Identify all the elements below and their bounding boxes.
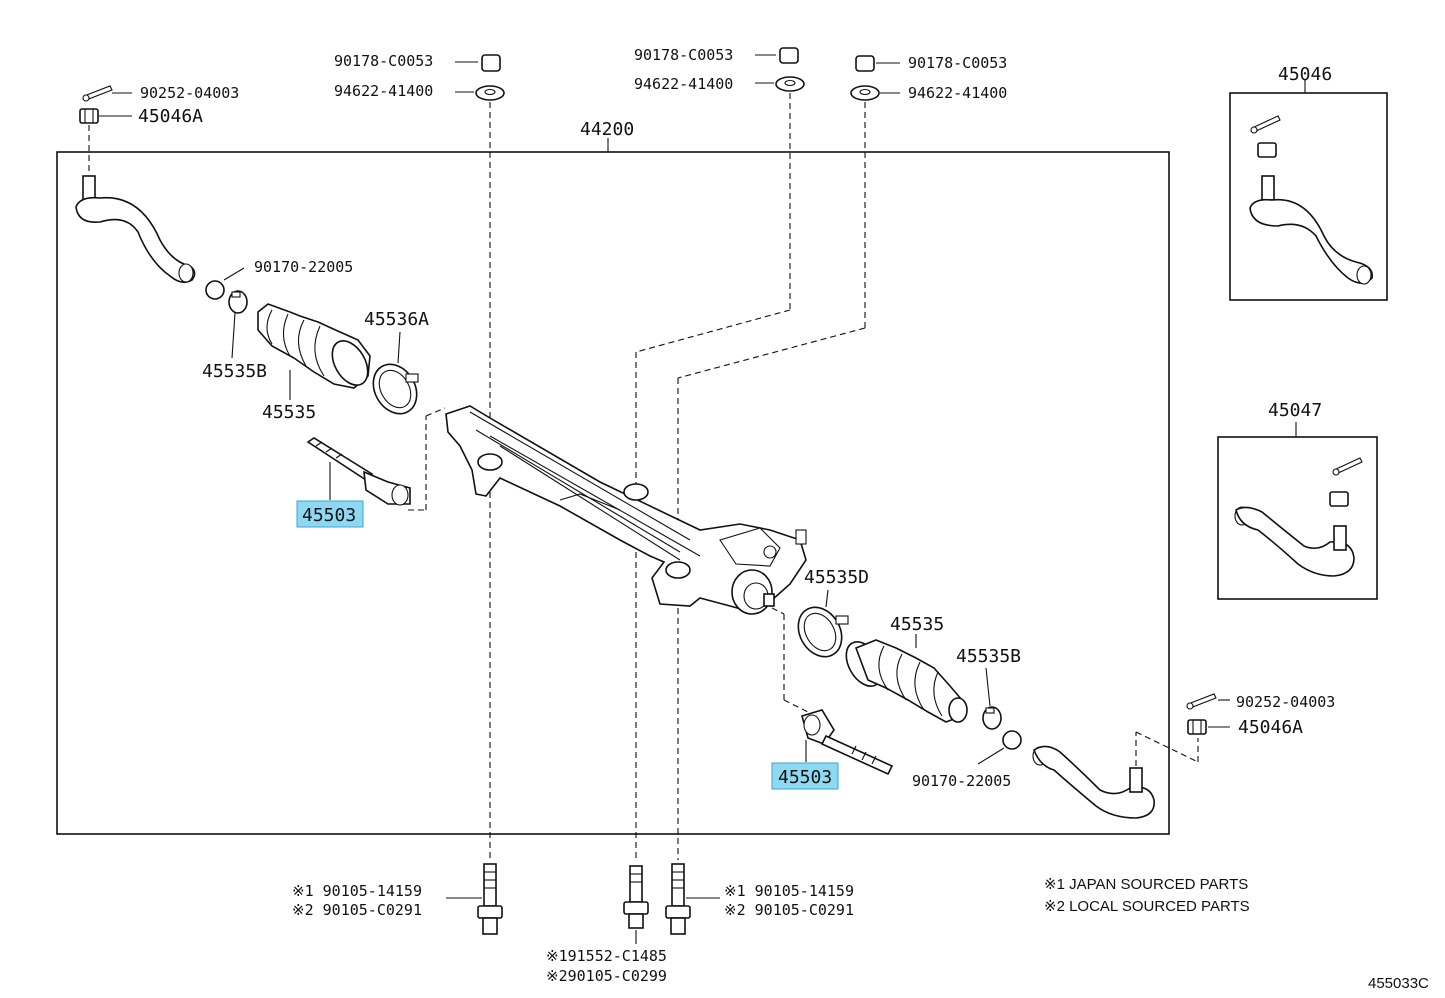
label-boot-left: 45535: [262, 402, 316, 423]
label-cotter-pin-right: 90252-04003: [1236, 693, 1335, 711]
boot-clamp-d-icon: [797, 606, 849, 658]
label-washer-center-mid: 94622-41400: [634, 75, 733, 93]
tie-rod-end-right-icon: [1032, 745, 1155, 819]
label-clip-left: 90170-22005: [254, 258, 353, 276]
highlight-inner-tie-rod-right: [771, 762, 839, 790]
bolt-right-icon: [665, 863, 691, 935]
tie-rod-end-left-icon: [75, 175, 196, 284]
boot-clamp-right-icon: [982, 706, 1002, 730]
label-boot-clamp-b-left: 45535B: [202, 361, 267, 382]
inset-45047-parts-icon: [1234, 457, 1363, 577]
label-boot-clamp-b-right: 45535B: [956, 646, 1021, 667]
castle-nut-right-icon: [1187, 719, 1207, 735]
assembly-box: [56, 151, 1170, 835]
label-bolt-right-2: ※2 90105-C0291: [724, 901, 854, 919]
inner-tie-rod-right-icon: [801, 709, 894, 776]
label-boot-clamp-a: 45536A: [364, 309, 429, 330]
nut-center-right-icon: [855, 55, 875, 72]
label-cotter-pin-left: 90252-04003: [140, 84, 239, 102]
assembly-label: 44200: [580, 119, 634, 140]
label-45047: 45047: [1268, 400, 1322, 421]
label-bolt-left-2: ※2 90105-C0291: [292, 901, 422, 919]
label-nut-center-mid: 90178-C0053: [634, 46, 733, 64]
washer-center-right-icon: [850, 85, 880, 101]
label-nut-center-right: 90178-C0053: [908, 54, 1007, 72]
note-japan-sourced: ※1 JAPAN SOURCED PARTS: [1044, 876, 1248, 893]
boot-right-icon: [845, 639, 968, 723]
cotter-pin-right-icon: [1186, 693, 1217, 710]
castle-nut-icon: [79, 108, 99, 124]
label-inner-tie-rod-right[interactable]: 45503: [778, 767, 832, 788]
label-bolt-left-1: ※1 90105-14159: [292, 882, 422, 900]
inset-45046-parts-icon: [1249, 115, 1373, 285]
label-bolt-center-2: ※290105-C0299: [546, 967, 667, 985]
inset-box-45046: [1229, 92, 1388, 301]
label-washer-center-left: 94622-41400: [334, 82, 433, 100]
bolt-left-icon: [477, 863, 503, 935]
inner-tie-rod-left-icon: [306, 437, 411, 506]
label-boot-clamp-d: 45535D: [804, 567, 869, 588]
label-inner-tie-rod-left[interactable]: 45503: [302, 505, 356, 526]
label-washer-center-right: 94622-41400: [908, 84, 1007, 102]
nut-center-mid-icon: [779, 47, 799, 64]
label-bolt-right-1: ※1 90105-14159: [724, 882, 854, 900]
label-boot-right: 45535: [890, 614, 944, 635]
boot-left-icon: [257, 303, 371, 389]
washer-center-left-icon: [475, 85, 505, 101]
label-bolt-center-1: ※191552-C1485: [546, 947, 667, 965]
washer-center-mid-icon: [775, 76, 805, 92]
clip-left-icon: [205, 280, 225, 300]
label-45046: 45046: [1278, 64, 1332, 85]
label-clip-right: 90170-22005: [912, 772, 1011, 790]
steering-rack-icon: [445, 405, 807, 615]
label-castle-nut-right: 45046A: [1238, 717, 1303, 738]
inset-box-45047: [1217, 436, 1378, 600]
clip-right-icon: [1002, 730, 1022, 750]
label-castle-nut-left: 45046A: [138, 106, 203, 127]
note-local-sourced: ※2 LOCAL SOURCED PARTS: [1044, 898, 1250, 915]
boot-clamp-a-icon: [372, 363, 419, 415]
boot-clamp-left-icon: [228, 290, 248, 314]
diagram-code: 455033C: [1368, 975, 1429, 992]
bolt-center-icon: [623, 865, 649, 929]
highlight-inner-tie-rod-left: [296, 500, 364, 528]
nut-center-left-icon: [481, 54, 501, 72]
cotter-pin-icon: [82, 85, 113, 102]
label-nut-center-left: 90178-C0053: [334, 52, 433, 70]
